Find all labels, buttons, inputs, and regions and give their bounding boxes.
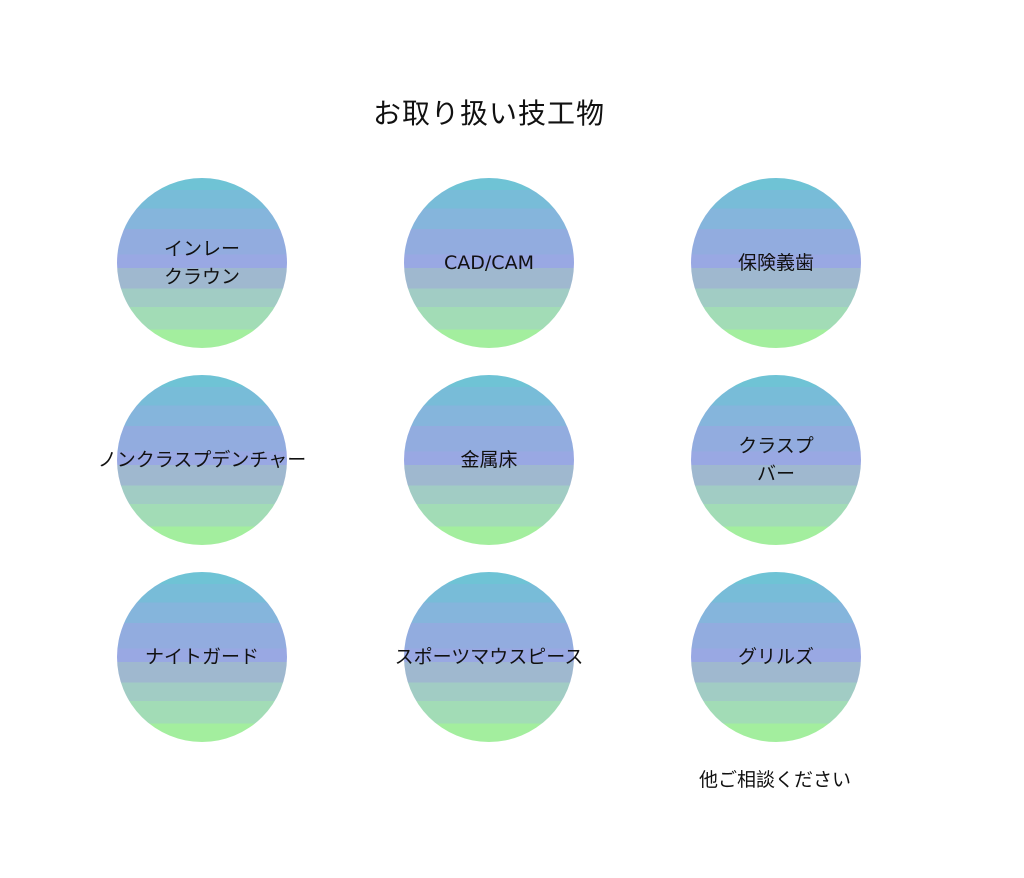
product-label: ノンクラスプデンチャー	[97, 449, 307, 471]
product-label: グリルズ	[737, 646, 814, 668]
product-label: クラスプ バー	[738, 435, 814, 485]
product-circle-inlay-crown[interactable]: インレー クラウン	[117, 178, 287, 348]
product-circle-sports-mouthpiece[interactable]: スポーツマウスピース	[395, 572, 583, 742]
product-label: 保険義歯	[737, 252, 814, 274]
product-circle-clasp-bar[interactable]: クラスプ バー	[691, 375, 861, 545]
product-circle-non-clasp-denture[interactable]: ノンクラスプデンチャー	[98, 375, 306, 545]
product-circle-grillz[interactable]: グリルズ	[691, 572, 861, 742]
product-label: ナイトガード	[144, 646, 259, 668]
product-circle-insurance-denture[interactable]: 保険義歯	[691, 178, 861, 348]
product-label: CAD/CAM	[444, 252, 534, 274]
product-label: インレー クラウン	[163, 238, 240, 288]
product-label: スポーツマウスピース	[394, 646, 584, 668]
product-circle-cad-cam[interactable]: CAD/CAM	[404, 178, 574, 348]
product-label: 金属床	[460, 449, 518, 471]
product-circle-night-guard[interactable]: ナイトガード	[117, 572, 287, 742]
footnote-other-consultation: 他ご相談ください	[698, 769, 851, 791]
product-circle-metal-base[interactable]: 金属床	[404, 375, 574, 545]
page-title: お取り扱い技工物	[372, 97, 605, 130]
